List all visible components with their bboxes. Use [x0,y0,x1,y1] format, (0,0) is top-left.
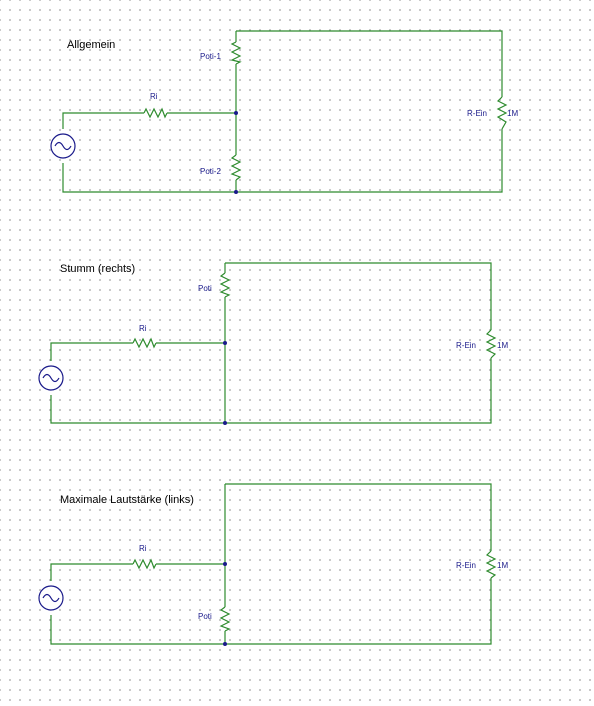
junction-dot [234,111,238,115]
wire-left [50,563,133,581]
wire-left [50,342,133,361]
resistor-icon [230,41,242,65]
junction-dot [223,421,227,425]
poti-label: Poti [198,612,212,621]
poti-1-label: Poti-1 [200,52,221,61]
resistor-icon [496,96,508,130]
wire-bottom [50,578,492,645]
wire-top [225,262,492,330]
junction-dot [223,341,227,345]
ac-source-icon [38,585,64,611]
resistor-icon [485,550,497,579]
load-label: R-Ein [456,341,476,350]
wire-bottom [50,358,492,424]
wire-bottom [62,129,503,193]
ri-label: Ri [139,324,147,333]
circuit-maximale-lautstaerke: Maximale Lautstärke (links) Ri Poti R-Ei… [38,483,508,646]
wire-top [225,483,492,551]
circuit-title: Stumm (rechts) [60,263,135,275]
resistor-icon [219,606,231,632]
ac-source-icon [38,365,64,391]
ri-label: Ri [150,92,158,101]
resistor-icon [485,329,497,359]
junction-dot [223,562,227,566]
circuit-stumm: Stumm (rechts) Ri Poti R-Ein 1M [38,262,508,425]
resistor-icon [132,337,157,349]
resistor-icon [230,154,242,181]
ri-label: Ri [139,544,147,553]
load-value: 1M [507,109,518,118]
junction-dot [234,190,238,194]
circuit-title: Maximale Lautstärke (links) [60,494,194,506]
poti-2-label: Poti-2 [200,167,221,176]
load-label: R-Ein [467,109,487,118]
wire-top [236,30,503,97]
wire-left [62,112,144,129]
resistor-icon [132,558,157,570]
load-value: 1M [497,561,508,570]
load-value: 1M [497,341,508,350]
junction-dot [223,642,227,646]
circuit-allgemein: Allgemein Ri Poti-1 Poti-2 R-Ein 1M [50,30,518,194]
poti-label: Poti [198,284,212,293]
resistor-icon [219,272,231,298]
ac-source-icon [50,133,76,159]
circuit-title: Allgemein [67,39,115,51]
load-label: R-Ein [456,561,476,570]
resistor-icon [143,107,168,119]
